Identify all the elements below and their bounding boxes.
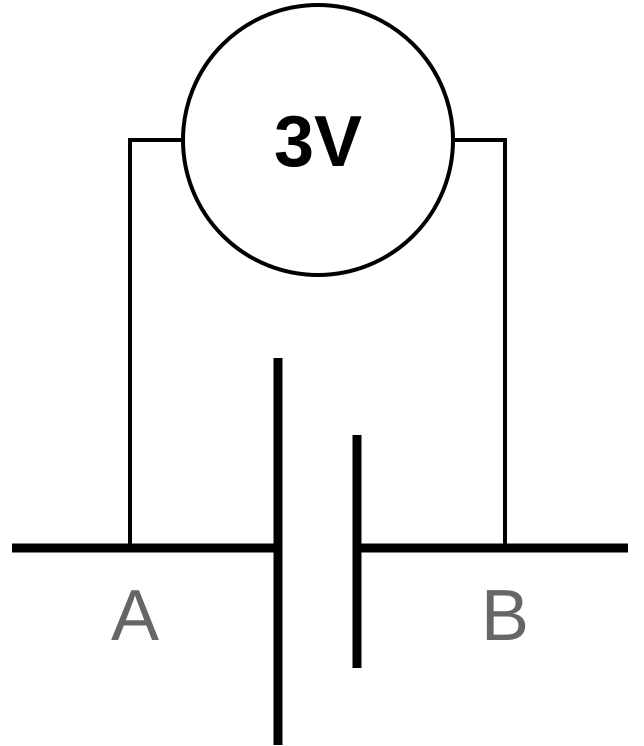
terminal-a-label: A bbox=[111, 576, 159, 656]
right-voltmeter-wire bbox=[455, 138, 507, 548]
terminal-b-label: B bbox=[481, 576, 529, 656]
left-voltmeter-wire bbox=[128, 138, 183, 548]
voltmeter-wires bbox=[128, 138, 507, 548]
voltmeter-circle bbox=[181, 3, 455, 277]
voltmeter-label: 3V bbox=[274, 102, 362, 182]
